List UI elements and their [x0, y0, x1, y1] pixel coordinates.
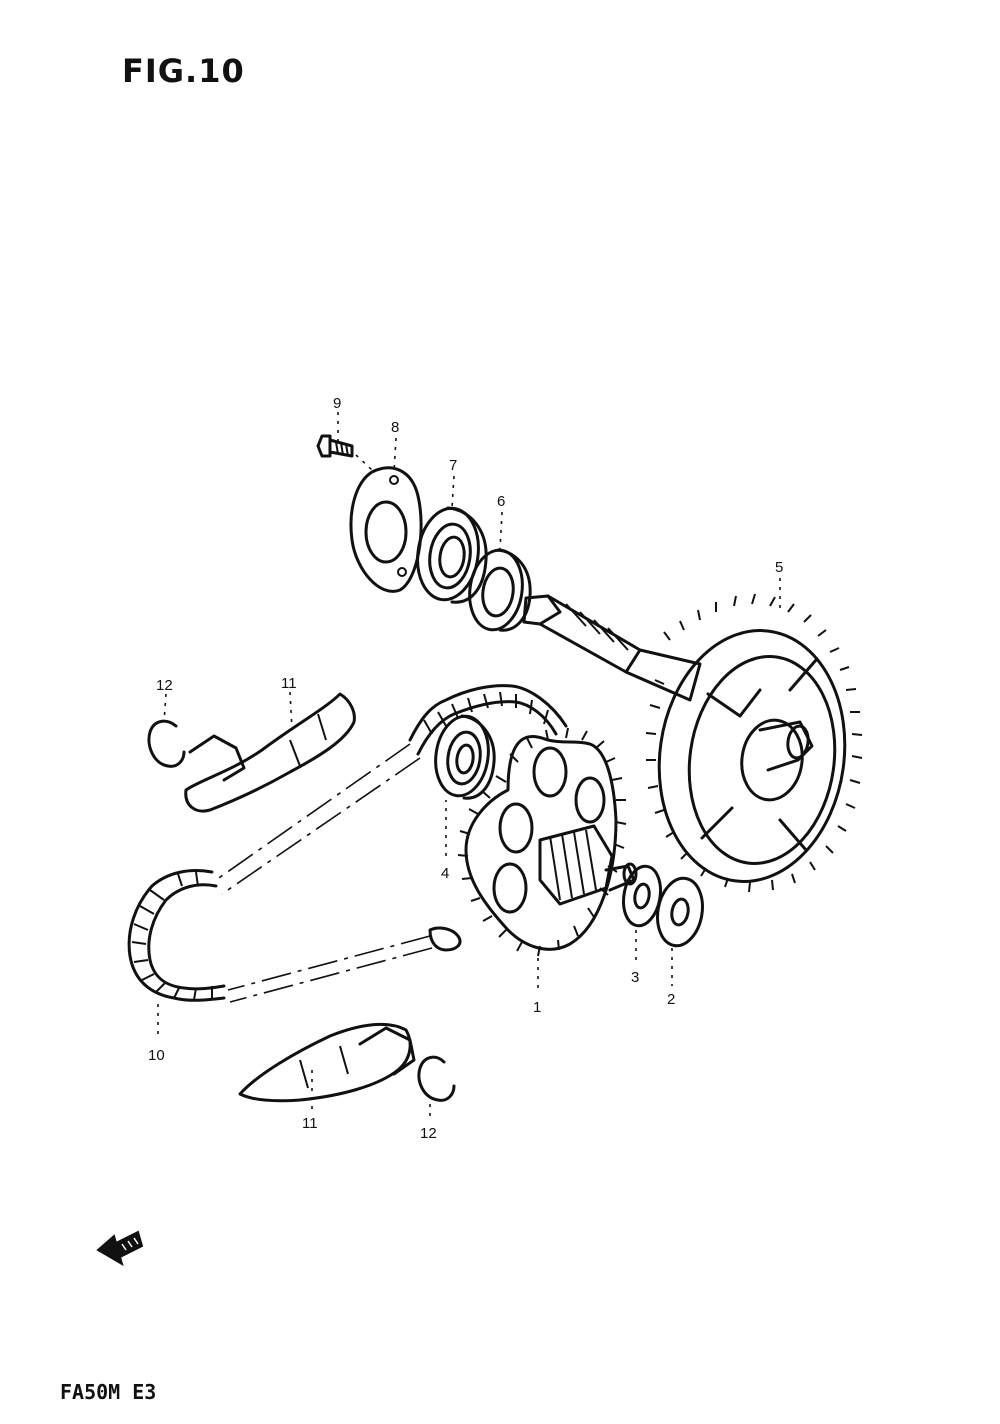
- callout-1: 1: [533, 999, 541, 1016]
- front-arrow-icon: [96, 1230, 144, 1267]
- callout-11-upper: 11: [281, 675, 297, 692]
- callout-12-upper: 12: [156, 677, 173, 694]
- callout-10: 10: [148, 1047, 165, 1064]
- part-6-oil-seal: [468, 548, 532, 632]
- part-5-driven-gear-shaft: [522, 593, 863, 893]
- callout-2: 2: [667, 991, 675, 1008]
- callout-9: 9: [333, 395, 341, 412]
- part-4-ball-bearing: [434, 714, 496, 800]
- leader-lines: [157, 412, 781, 1120]
- callout-5: 5: [775, 559, 783, 576]
- figure-title: FIG.10: [122, 52, 245, 90]
- model-code: FA50M E3: [60, 1380, 157, 1404]
- part-12-circlip-upper: [147, 719, 186, 768]
- part-2-washer: [656, 876, 704, 948]
- callout-7: 7: [449, 457, 457, 474]
- part-9-bolt: [316, 434, 354, 458]
- part-12-circlip-lower: [417, 1055, 456, 1102]
- callout-12-lower: 12: [420, 1125, 437, 1142]
- callout-6: 6: [497, 493, 505, 510]
- callout-3: 3: [631, 969, 639, 986]
- part-8-retainer-plate: [349, 466, 423, 593]
- part-7-ball-bearing: [416, 506, 488, 604]
- part-1-sprocket: [457, 727, 638, 957]
- callout-8: 8: [391, 419, 399, 436]
- part-11-chain-guide-lower: [238, 1022, 416, 1103]
- callout-11-lower: 11: [302, 1115, 318, 1132]
- part-11-chain-guide-upper: [184, 692, 356, 813]
- callout-4: 4: [441, 865, 449, 882]
- part-10-drive-chain: [127, 684, 568, 1003]
